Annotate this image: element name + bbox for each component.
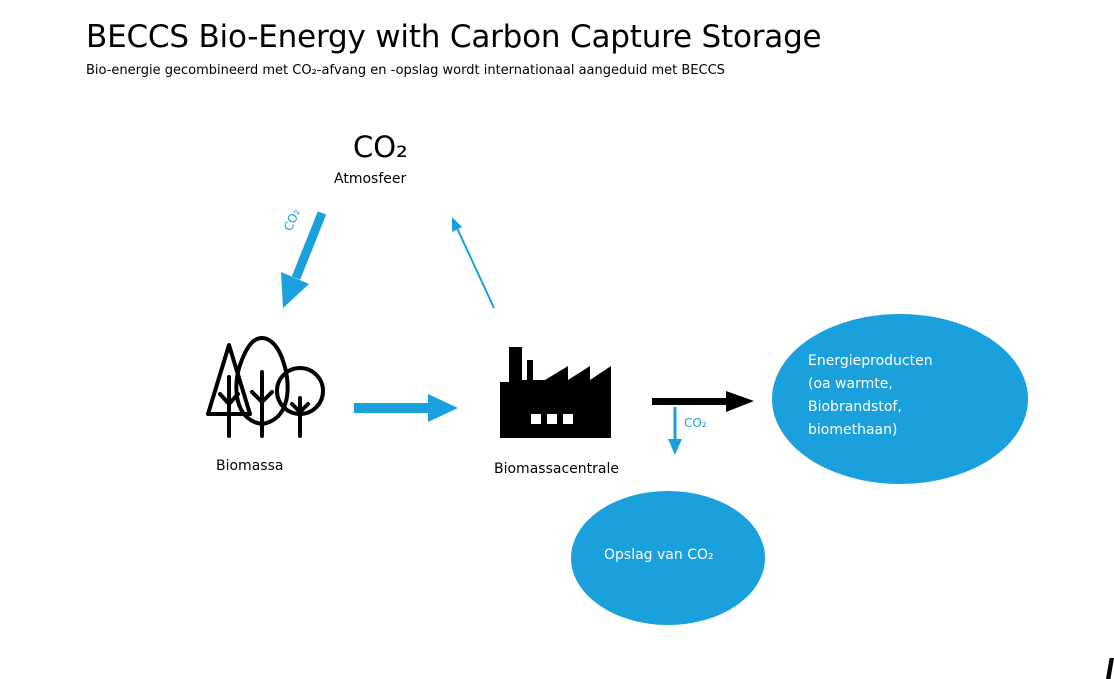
arrow-co2-to-storage bbox=[668, 407, 682, 455]
arrow-plant-to-atmosphere bbox=[452, 217, 495, 309]
storage-label: Opslag van CO₂ bbox=[604, 547, 714, 563]
biomass-label: Biomassa bbox=[216, 458, 284, 474]
energy-line-2: (oa warmte, bbox=[808, 376, 893, 392]
slide-subtitle: Bio-energie gecombineerd met CO₂-afvang … bbox=[86, 63, 725, 78]
plant-label: Biomassacentrale bbox=[494, 461, 619, 477]
slide-title: BECCS Bio-Energy with Carbon Capture Sto… bbox=[86, 19, 822, 55]
energy-line-4: biomethaan) bbox=[808, 422, 898, 438]
energy-line-1: Energieproducten bbox=[808, 353, 933, 369]
energy-products-ellipse bbox=[772, 314, 1028, 484]
energy-products-text: Energieproducten (oa warmte, Biobrandsto… bbox=[808, 350, 1008, 442]
storage-ellipse bbox=[571, 491, 765, 625]
atmosphere-co2-label: CO₂ bbox=[353, 130, 408, 164]
trees-icon bbox=[206, 336, 325, 438]
arrow-plant-to-energy bbox=[652, 391, 754, 412]
arrow-biomass-to-plant bbox=[354, 394, 458, 422]
factory-icon bbox=[500, 347, 611, 438]
atmosphere-label: Atmosfeer bbox=[334, 171, 407, 187]
co2-arrow-label-right: CO₂ bbox=[684, 416, 707, 430]
energy-line-3: Biobrandstof, bbox=[808, 399, 902, 415]
arrow-atmosphere-to-biomass bbox=[281, 211, 327, 308]
corner-mark bbox=[1106, 658, 1114, 679]
